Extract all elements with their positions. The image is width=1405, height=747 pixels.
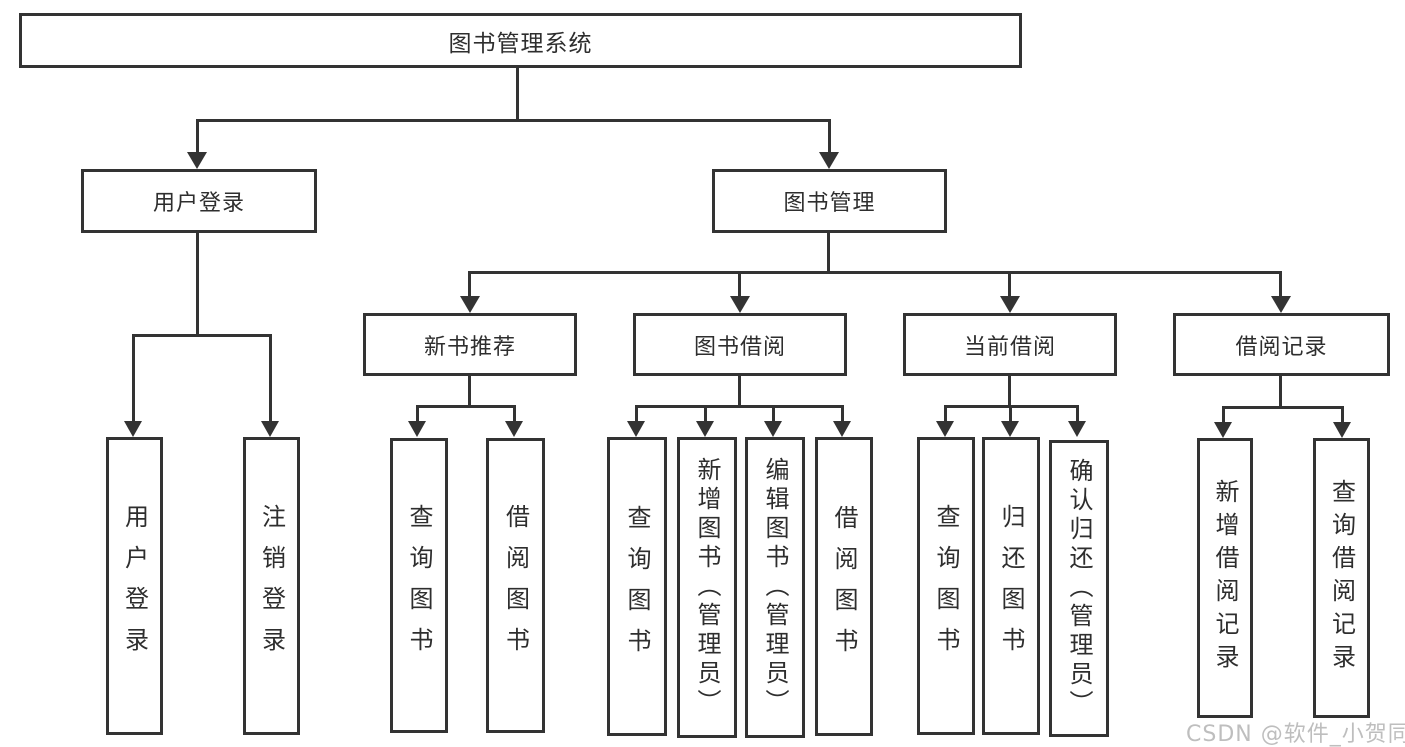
arrow-down-icon	[1271, 296, 1291, 313]
arrow-down-icon	[730, 296, 750, 313]
arrow-down-icon	[261, 421, 279, 437]
connector-leaf-stem	[944, 405, 947, 423]
arrow-down-icon	[764, 421, 782, 437]
leaf-add-borrow-record-label: 新增借阅记录	[1211, 479, 1239, 677]
connector-leaf-stem	[416, 405, 419, 423]
connector-book-mgmt-hline	[469, 271, 1282, 274]
arrow-down-icon	[1214, 422, 1232, 438]
leaf-confirm-return-admin: 确认归还（管理员）	[1049, 440, 1109, 737]
leaf-query-borrow-record-label: 查询借阅记录	[1327, 479, 1356, 677]
leaf-query-books-recommend-label: 查询图书	[405, 503, 433, 668]
connector-leaf-stem	[635, 405, 638, 423]
leaf-add-books-admin-label: 新增图书（管理员）	[693, 457, 721, 718]
arrow-down-icon	[1001, 421, 1019, 437]
leaf-query-books-current: 查询图书	[917, 437, 975, 735]
connector-l3-stem	[468, 271, 471, 297]
connector-l3-stem	[1279, 271, 1282, 297]
node-user-login-label: 用户登录	[152, 191, 245, 216]
connector-leaf-stem	[1222, 406, 1225, 423]
arrow-down-icon	[408, 421, 426, 437]
connector-book-borrow-hline	[636, 405, 844, 408]
arrow-down-icon	[833, 421, 851, 437]
arrow-down-icon	[1333, 422, 1351, 438]
node-new-book-recommend-label: 新书推荐	[423, 334, 516, 360]
connector-user-login-down	[196, 233, 199, 337]
connector-leaf-stem	[772, 405, 775, 423]
leaf-borrow-books-label: 借阅图书	[830, 504, 858, 669]
leaf-query-books-borrow-label: 查询图书	[623, 504, 651, 669]
connector-leaf-stem	[1076, 405, 1079, 423]
leaf-add-books-admin: 新增图书（管理员）	[677, 437, 737, 738]
connector-current-borrow-down	[1008, 376, 1011, 408]
arrow-down-icon	[505, 421, 523, 437]
arrow-down-icon	[936, 421, 954, 437]
connector-book-mgmt-down	[827, 233, 830, 274]
leaf-return-books: 归还图书	[982, 437, 1040, 735]
node-user-login: 用户登录	[81, 169, 317, 233]
connector-user-login-hline	[133, 334, 272, 337]
csdn-watermark: CSDN @软件_小贺同学	[1186, 722, 1405, 747]
leaf-add-borrow-record: 新增借阅记录	[1197, 438, 1253, 718]
leaf-return-books-label: 归还图书	[997, 504, 1025, 668]
arrow-down-icon	[460, 296, 480, 313]
leaf-user-login-label: 用户登录	[120, 504, 149, 668]
connector-l3-stem	[738, 271, 741, 297]
connector-l3-stem	[1008, 271, 1011, 297]
node-current-borrow-label: 当前借阅	[963, 334, 1056, 360]
node-root: 图书管理系统	[19, 13, 1022, 68]
leaf-query-books-current-label: 查询图书	[932, 504, 960, 668]
connector-leaf-stem	[1009, 405, 1012, 423]
leaf-confirm-return-admin-label: 确认归还（管理员）	[1065, 458, 1093, 719]
leaf-query-borrow-record: 查询借阅记录	[1313, 438, 1370, 718]
connector-borrow-records-hline	[1223, 406, 1344, 409]
connector-user-login-stem	[196, 119, 199, 153]
node-root-label: 图书管理系统	[448, 30, 593, 57]
leaf-logout: 注销登录	[243, 437, 300, 735]
leaf-logout-label: 注销登录	[257, 504, 286, 668]
leaf-edit-books-admin: 编辑图书（管理员）	[745, 437, 805, 738]
arrow-down-icon	[124, 421, 142, 437]
leaf-query-books-borrow: 查询图书	[607, 437, 667, 736]
connector-borrow-records-down	[1279, 376, 1282, 409]
arrow-down-icon	[627, 421, 645, 437]
node-borrow-records-label: 借阅记录	[1235, 334, 1328, 360]
leaf-borrow-books-recommend: 借阅图书	[486, 438, 545, 733]
connector-leaf-stem	[513, 405, 516, 423]
node-book-management-label: 图书管理	[783, 191, 876, 216]
connector-leaf-stem	[1341, 406, 1344, 423]
connector-leaf-stem	[841, 405, 844, 423]
leaf-edit-books-admin-label: 编辑图书（管理员）	[761, 457, 789, 718]
arrow-down-icon	[1000, 296, 1020, 313]
node-borrow-records: 借阅记录	[1173, 313, 1390, 376]
arrow-down-icon	[819, 152, 839, 169]
arrow-down-icon	[1068, 421, 1086, 437]
connector-new-books-hline	[417, 405, 516, 408]
node-book-borrow: 图书借阅	[633, 313, 847, 376]
connector-root-hline	[197, 119, 831, 122]
leaf-borrow-books-recommend-label: 借阅图书	[501, 503, 530, 668]
leaf-borrow-books: 借阅图书	[815, 437, 873, 736]
node-current-borrow: 当前借阅	[903, 313, 1117, 376]
node-book-management: 图书管理	[712, 169, 947, 233]
connector-current-borrow-hline	[945, 405, 1079, 408]
leaf-query-books-recommend: 查询图书	[390, 438, 448, 733]
connector-root-stem	[516, 68, 519, 122]
connector-leaf-stem	[132, 334, 135, 421]
node-new-book-recommend: 新书推荐	[363, 313, 577, 376]
leaf-user-login: 用户登录	[106, 437, 163, 735]
arrow-down-icon	[696, 421, 714, 437]
connector-book-borrow-down	[738, 376, 741, 408]
node-book-borrow-label: 图书借阅	[693, 334, 786, 360]
arrow-down-icon	[187, 152, 207, 169]
connector-leaf-stem	[269, 334, 272, 421]
connector-new-books-down	[468, 376, 471, 408]
connector-book-mgmt-stem	[828, 119, 831, 153]
connector-leaf-stem	[704, 405, 707, 423]
